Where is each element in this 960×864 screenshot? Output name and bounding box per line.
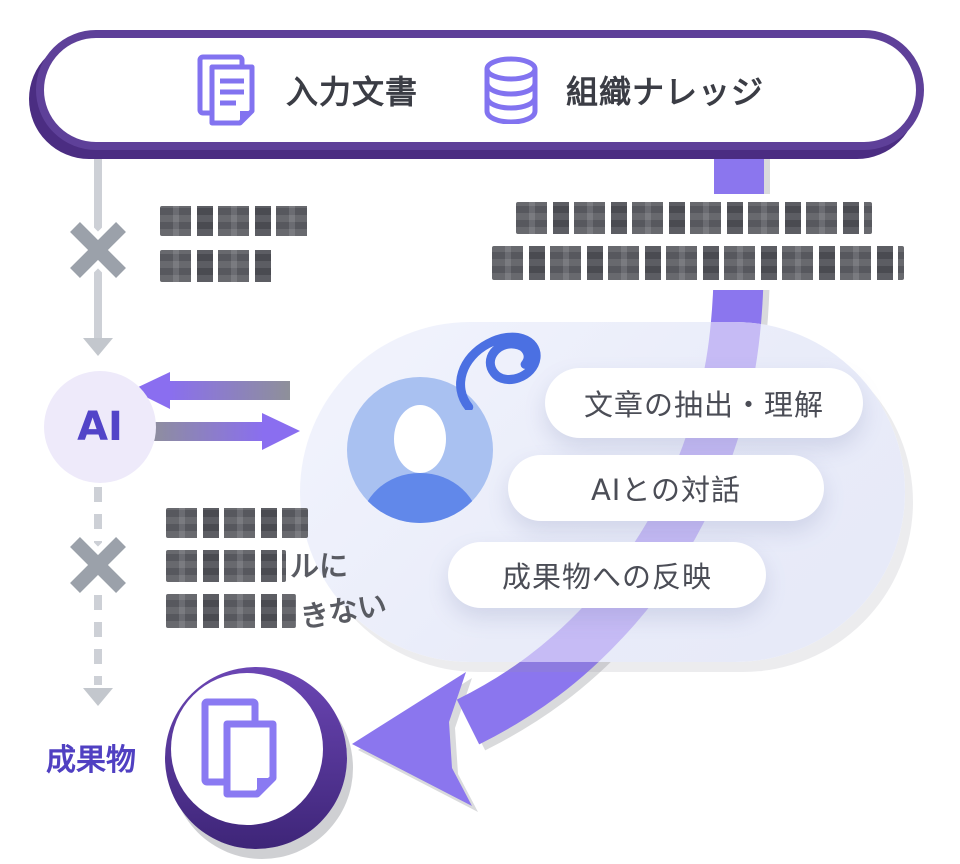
pixelated-text [492, 246, 904, 280]
task-pill-dialogue: AIとの対話 [508, 455, 824, 521]
arrow-down-icon [83, 338, 113, 356]
visible-fragment: きない [297, 586, 390, 635]
task-pill-extract: 文章の抽出・理解 [545, 368, 863, 438]
pixelated-text [160, 250, 276, 282]
database-icon [484, 56, 538, 124]
org-knowledge-label: 組織ナレッジ [566, 73, 765, 111]
x-blocked-icon [65, 532, 131, 598]
input-documents-item: 入力文書 [196, 54, 418, 126]
user-avatar [347, 377, 493, 523]
x-blocked-icon [65, 217, 131, 283]
pixelated-text [166, 550, 286, 582]
pixelated-text [166, 508, 308, 538]
connector-line-bottom [94, 487, 102, 685]
visible-fragment: ルに [290, 548, 349, 583]
arrow-down-icon [83, 688, 113, 706]
pixelated-text [516, 202, 872, 234]
task-label: 文章の抽出・理解 [583, 388, 824, 422]
task-label: AIとの対話 [590, 473, 742, 507]
task-pill-reflect: 成果物への反映 [448, 542, 766, 608]
pixelated-text [166, 594, 296, 628]
document-stack-icon [197, 54, 255, 126]
output-documents-icon [201, 698, 277, 798]
pixelated-text [160, 206, 310, 236]
deliverable-label: 成果物 [46, 743, 136, 778]
pixelated-note-x2: ルに きない [162, 506, 422, 636]
ai-node: AI [44, 371, 156, 483]
org-knowledge-item: 組織ナレッジ [482, 56, 764, 124]
input-documents-label: 入力文書 [285, 73, 418, 111]
ai-label: AI [77, 404, 123, 450]
avatar-head [394, 405, 446, 473]
pixelated-note-x1 [158, 204, 328, 288]
deliverable-node [171, 673, 323, 825]
exchange-arrows-icon [132, 372, 300, 450]
task-label: 成果物への反映 [501, 560, 712, 594]
big-arrowhead-icon [352, 672, 472, 806]
pixelated-note-top-right [478, 194, 912, 290]
sources-pill: 入力文書 組織ナレッジ [36, 30, 924, 150]
